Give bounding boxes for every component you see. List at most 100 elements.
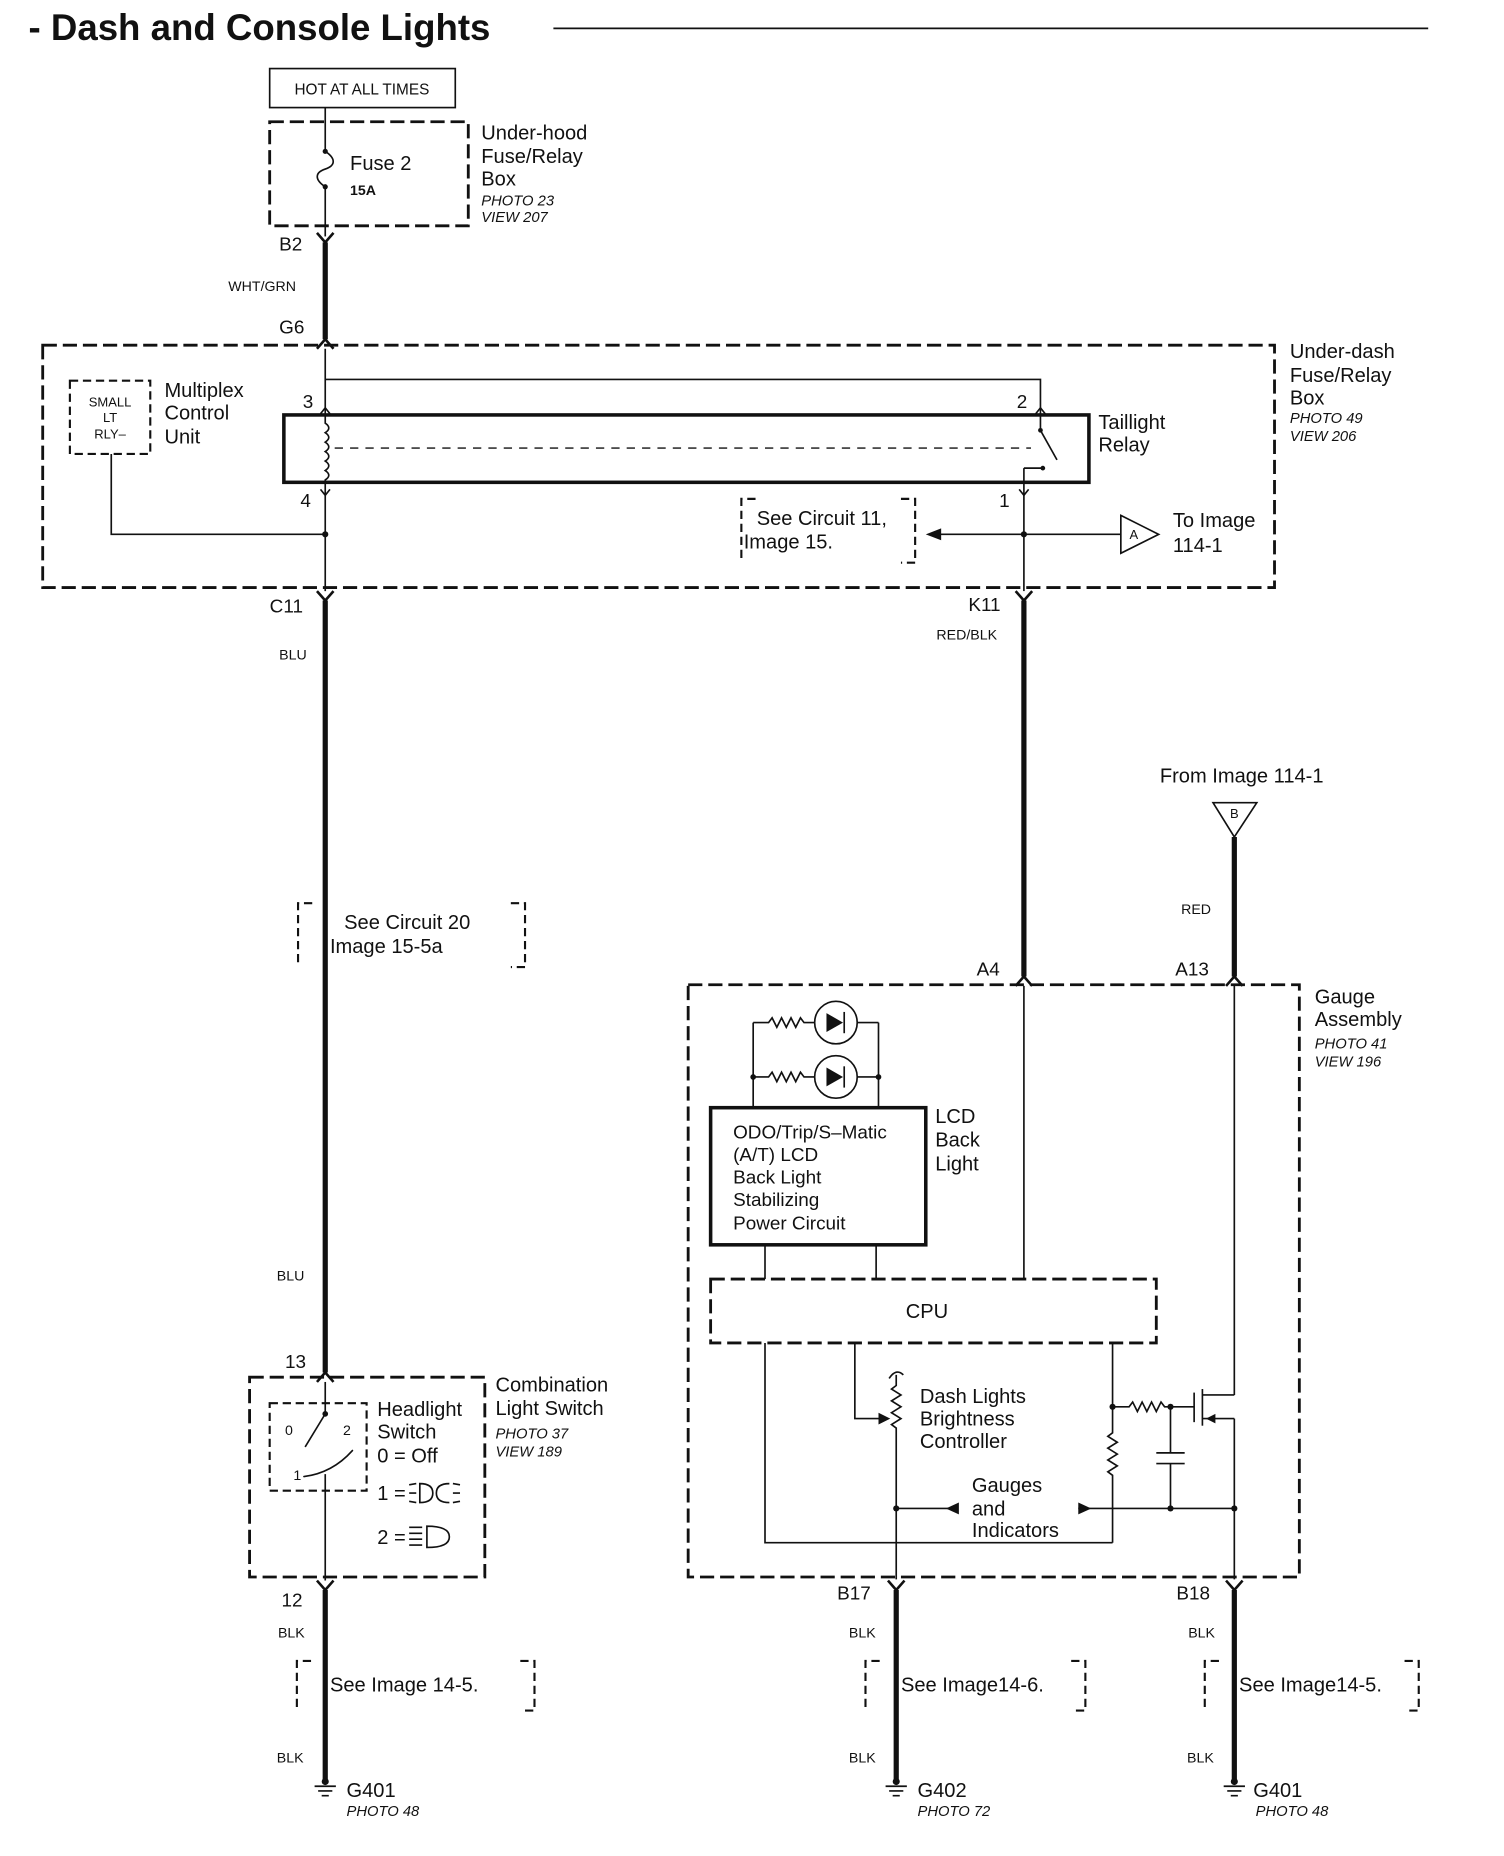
underdash-box-outline bbox=[41, 343, 1276, 589]
resistor-icon bbox=[1112, 1400, 1195, 1414]
taillight-relay-outline bbox=[282, 413, 1091, 485]
see-circuit-20-ref: See Circuit 20 bbox=[344, 912, 470, 934]
parking-lights-rays-right bbox=[452, 1482, 461, 1504]
switch-blade bbox=[304, 1413, 326, 1448]
parking-lights-icon bbox=[409, 1482, 461, 1504]
gauge-assembly-photo: PHOTO 41 bbox=[1315, 1037, 1388, 1053]
combination-switch-view: VIEW 189 bbox=[495, 1444, 561, 1460]
page-title: - Dash and Console Lights bbox=[29, 7, 491, 48]
relay-label: Relay bbox=[1098, 435, 1149, 457]
see-image-ref: See Image14-5. bbox=[1239, 1675, 1382, 1697]
splice-dot bbox=[893, 1505, 900, 1512]
underdash-label: Box bbox=[1290, 387, 1325, 409]
terminal-k11-label: K11 bbox=[968, 595, 1000, 616]
connector-icon bbox=[1035, 406, 1046, 415]
stabilizer-label: ODO/Trip/S–Matic bbox=[733, 1122, 887, 1143]
connector-a-icon bbox=[1120, 514, 1161, 555]
resistor-icon bbox=[753, 1070, 815, 1084]
potentiometer-icon bbox=[889, 1374, 903, 1580]
underhood-label: Fuse/Relay bbox=[481, 146, 583, 168]
combination-switch-photo: PHOTO 37 bbox=[495, 1427, 569, 1443]
resistor-icon bbox=[753, 1015, 815, 1030]
switch-legend: 0 = Off bbox=[377, 1445, 438, 1467]
gauges-label: and bbox=[972, 1499, 1006, 1521]
from-image-label: From Image 114-1 bbox=[1160, 766, 1324, 788]
diode-triangle bbox=[826, 1067, 844, 1087]
see-circuit-11-ref: Image 15. bbox=[744, 532, 833, 554]
cpu-label: CPU bbox=[906, 1301, 948, 1323]
headlight-switch-outline bbox=[268, 1402, 368, 1492]
arrow-right-icon bbox=[1078, 1502, 1092, 1515]
reference-bracket bbox=[1071, 1659, 1087, 1712]
ground-return-line bbox=[764, 1342, 1113, 1544]
transistor-icon bbox=[1193, 1389, 1235, 1426]
stabilizer-box bbox=[708, 1105, 928, 1247]
relay-switch-icon bbox=[1023, 414, 1058, 471]
arrow-left-icon bbox=[925, 528, 942, 541]
terminal-b2-label: B2 bbox=[279, 235, 302, 256]
connector-a-label: A bbox=[1130, 527, 1139, 542]
terminal-13-label: 13 bbox=[285, 1352, 306, 1373]
combination-switch-outline bbox=[248, 1375, 487, 1579]
lcd-backlight-label: Light bbox=[935, 1153, 979, 1175]
see-circuit-11-ref: See Circuit 11, bbox=[757, 508, 887, 530]
switch-position-label: 2 bbox=[343, 1423, 351, 1439]
lcd-backlight-label: Back bbox=[935, 1130, 981, 1152]
arrow-left-icon bbox=[945, 1502, 959, 1515]
see-image-ref: See Image14-6. bbox=[901, 1675, 1044, 1697]
pin-2-label: 2 bbox=[1017, 392, 1028, 413]
wire-color-label: RED bbox=[1181, 902, 1211, 918]
terminal-a13-label: A13 bbox=[1175, 959, 1209, 980]
ground-point bbox=[321, 1777, 329, 1786]
underhood-view: VIEW 207 bbox=[481, 210, 548, 226]
connector-icon bbox=[1225, 974, 1244, 987]
reference-bracket bbox=[1203, 1659, 1219, 1711]
switch-position-label: 0 bbox=[285, 1423, 293, 1439]
parking-lights-lamp bbox=[435, 1482, 450, 1504]
wire-color-label: BLK bbox=[849, 1625, 876, 1641]
to-image-label: To Image bbox=[1173, 510, 1256, 532]
splice-dot bbox=[1167, 1505, 1174, 1512]
fuse-name: Fuse 2 bbox=[350, 153, 411, 175]
see-circuit-20-ref: Image 15-5a bbox=[330, 936, 444, 958]
stabilizer-label: (A/T) LCD bbox=[733, 1145, 818, 1166]
potentiometer-top bbox=[888, 1371, 904, 1379]
relay-coil-icon bbox=[323, 414, 330, 483]
ground-point bbox=[1230, 1777, 1238, 1786]
mcu-control-line bbox=[110, 453, 326, 536]
splice-dot bbox=[322, 531, 329, 538]
stabilizer-label: Back Light bbox=[733, 1167, 822, 1188]
ground-icon bbox=[885, 1777, 907, 1797]
wire-color-label: BLK bbox=[278, 1625, 305, 1641]
to-image-label: 114-1 bbox=[1173, 535, 1223, 557]
gauge-assembly-label: Assembly bbox=[1315, 1009, 1402, 1031]
connector-b-label: B bbox=[1230, 806, 1239, 821]
underdash-photo: PHOTO 49 bbox=[1290, 411, 1363, 427]
gauges-label: Gauges bbox=[972, 1475, 1042, 1497]
stabilizer-label: Power Circuit bbox=[733, 1213, 846, 1234]
reference-bracket bbox=[295, 1659, 312, 1711]
gauges-label: Indicators bbox=[972, 1520, 1059, 1542]
connector-icon bbox=[1225, 1579, 1244, 1592]
capacitor-icon bbox=[1156, 1406, 1185, 1509]
pin-3-label: 3 bbox=[303, 392, 314, 413]
small-lt-rly-label: RLY– bbox=[94, 427, 126, 442]
ground-icon bbox=[314, 1777, 336, 1797]
cpu-box bbox=[709, 1277, 1158, 1345]
underhood-label: Box bbox=[481, 169, 516, 191]
reference-bracket bbox=[296, 902, 313, 968]
splice-dot bbox=[750, 1074, 757, 1080]
power-source-box bbox=[268, 67, 457, 109]
gauge-assembly-outline bbox=[686, 983, 1301, 1579]
combination-switch-label: Combination bbox=[495, 1374, 608, 1396]
connector-icon bbox=[886, 1579, 906, 1592]
splice-dot bbox=[1231, 1505, 1238, 1512]
headlights-lamp bbox=[426, 1525, 451, 1549]
lcd-backlight-label: LCD bbox=[935, 1106, 975, 1128]
terminal-b17-label: B17 bbox=[837, 1583, 871, 1604]
connector-b-icon bbox=[1211, 801, 1259, 839]
pin-4-label: 4 bbox=[300, 491, 311, 512]
mcu-label: Unit bbox=[164, 426, 200, 448]
ground-point bbox=[892, 1777, 900, 1786]
